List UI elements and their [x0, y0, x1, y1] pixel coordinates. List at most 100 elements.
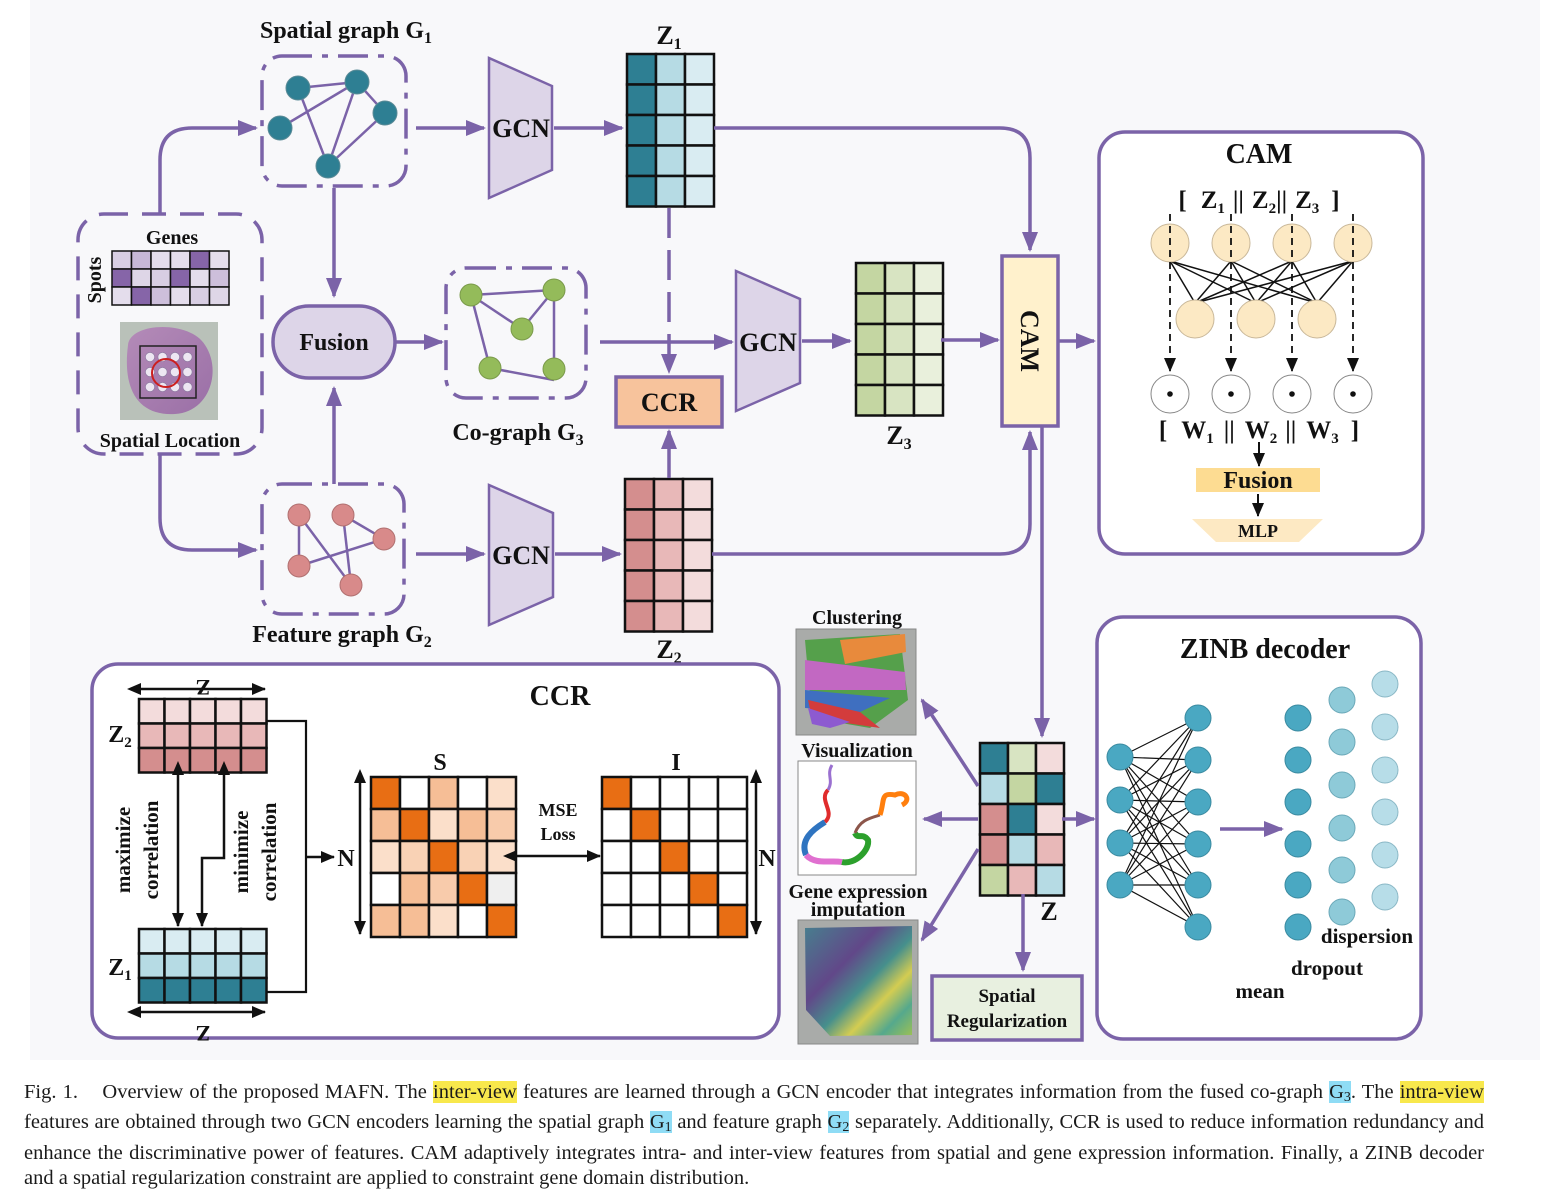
matrix-cell: [623, 538, 656, 572]
matrix-cell: [485, 903, 518, 939]
gcn-encoder-1: GCN: [416, 56, 624, 200]
ccr-z2-matrix: [137, 697, 268, 774]
matrix-cell: [1034, 802, 1066, 836]
matrix-cell: [169, 250, 191, 270]
matrix-cell: [883, 322, 916, 356]
mse-label: MSE: [538, 800, 577, 820]
matrix-cell: [623, 477, 656, 511]
clustering-label: Clustering: [812, 607, 902, 629]
i-label: I: [671, 750, 680, 776]
matrix-cell: [214, 722, 243, 750]
matrix-cell: [912, 383, 945, 417]
matrix-cell: [169, 286, 191, 306]
matrix-cell: [625, 174, 658, 208]
matrix-cell: [883, 353, 916, 387]
matrix-cell: [654, 113, 687, 147]
matrix-cell: [654, 174, 687, 208]
matrix-cell: [456, 807, 489, 843]
mean-node: [1284, 830, 1312, 858]
matrix-cell: [214, 927, 243, 955]
matrix-cell: [978, 741, 1010, 775]
matrix-cell: [1034, 741, 1066, 775]
matrix-cell: [163, 952, 192, 980]
zinb-edge: [1119, 717, 1199, 844]
matrix-cell: [398, 807, 431, 843]
ccr-z1-label: Z1: [108, 955, 132, 984]
matrix-cell: [239, 722, 268, 750]
matrix-cell: [912, 261, 945, 295]
gcn-label: GCN: [492, 114, 550, 143]
ccr-z1-matrix: [137, 927, 268, 1004]
matrix-cell: [854, 383, 887, 417]
matrix-cell: [629, 903, 662, 939]
matrix-cell: [208, 268, 230, 288]
matrix-cell: [683, 174, 716, 208]
matrix-cell: [600, 775, 633, 811]
imputation-image: [797, 919, 919, 1045]
graph-node: [542, 357, 566, 381]
neighborhood-circle: [151, 358, 181, 388]
matrix-cell: [485, 807, 518, 843]
matrix-cell: [854, 353, 887, 387]
matrix-cell: [623, 599, 656, 633]
matrix-cell: [912, 322, 945, 356]
zinb-edge: [1119, 756, 1199, 886]
matrix-cell: [625, 83, 658, 117]
gcn-label: GCN: [492, 541, 550, 570]
matrix-cell: [208, 250, 230, 270]
matrix-cell: [485, 775, 518, 811]
matrix-cell: [623, 569, 656, 603]
matrix-cell: [912, 353, 945, 387]
arrow-z1-to-cam: [714, 126, 1038, 252]
matrix-cell: [1006, 741, 1038, 775]
matrix-cell: [456, 871, 489, 907]
cam-edge: [1194, 260, 1232, 304]
zinb-input-node: [1106, 871, 1134, 899]
spatial-graph-frame: [260, 54, 408, 188]
caption-highlight: inter-view: [433, 1081, 517, 1103]
mafn-diagram: Genes Spots Spatial Location Spatial gra…: [76, 18, 1425, 1046]
gcn-label: GCN: [739, 328, 797, 357]
matrix-cell: [681, 508, 714, 542]
matrix-cell: [456, 775, 489, 811]
zinb-edge: [1119, 717, 1199, 758]
spot: [182, 352, 193, 362]
z1-label: Z1: [656, 21, 681, 53]
matrix-cell: [658, 839, 691, 875]
matrix-cell: [625, 52, 658, 86]
graph-node: [331, 503, 355, 527]
graph-node: [459, 283, 483, 307]
arrow-z-to-imputation: [920, 848, 980, 942]
matrix-cell: [398, 839, 431, 875]
matrix-cell: [188, 746, 217, 774]
matrix-cell: [150, 268, 172, 288]
graph-node: [267, 115, 293, 141]
hadamard-dot: [1228, 391, 1234, 397]
zinb-edge: [1119, 801, 1199, 886]
input-dashed-frame: [76, 212, 264, 456]
matrix-cell: [652, 538, 685, 572]
matrix-cell: [652, 477, 685, 511]
zinb-input-node: [1106, 743, 1134, 771]
input-block: Genes Spots Spatial Location: [76, 212, 264, 456]
dispersion-node: [1371, 841, 1399, 869]
clustering-image: [795, 628, 917, 736]
hadamard-dot: [1289, 391, 1295, 397]
ccr-panel: CCR Z Z2 Z1 Z maximize correlation minim…: [90, 662, 781, 1046]
spot: [145, 352, 155, 362]
matrix-cell: [214, 746, 243, 774]
dropout-node: [1328, 856, 1356, 884]
fusion-node: [271, 304, 397, 380]
cam-fusion-bar: [1196, 468, 1320, 492]
dropout-label: dropout: [1291, 956, 1363, 980]
mean-node: [1284, 913, 1312, 941]
caption-highlight: G1: [649, 1111, 672, 1136]
caption-text: Fig. 1. Overview of the proposed MAFN. T…: [24, 1081, 433, 1103]
matrix-cell: [716, 839, 749, 875]
dropout-node: [1328, 814, 1356, 842]
dropout-node: [1328, 898, 1356, 926]
spot: [157, 367, 168, 377]
spot: [170, 367, 180, 377]
hadamard-dot: [1350, 391, 1356, 397]
zinb-hidden-node: [1184, 704, 1212, 732]
